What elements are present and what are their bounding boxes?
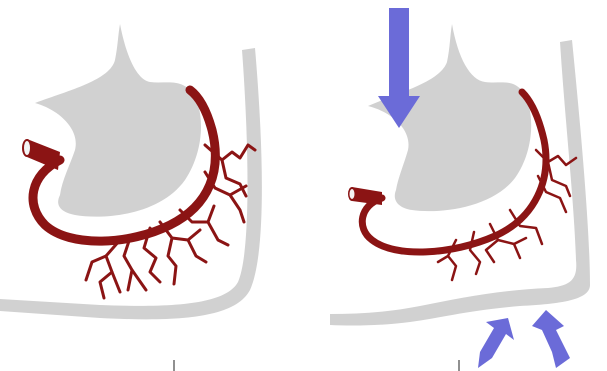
artery-stub-right bbox=[352, 187, 382, 205]
compression-arrow-bottom-right bbox=[532, 310, 570, 368]
artery-lumen-left bbox=[24, 141, 30, 155]
panel-left bbox=[0, 24, 262, 319]
artery-lumen-right bbox=[350, 189, 355, 199]
gray-mass-left bbox=[35, 24, 201, 217]
panel-right bbox=[330, 8, 590, 368]
compression-arrow-bottom-left bbox=[478, 318, 514, 368]
artery-stub-left bbox=[27, 139, 60, 170]
